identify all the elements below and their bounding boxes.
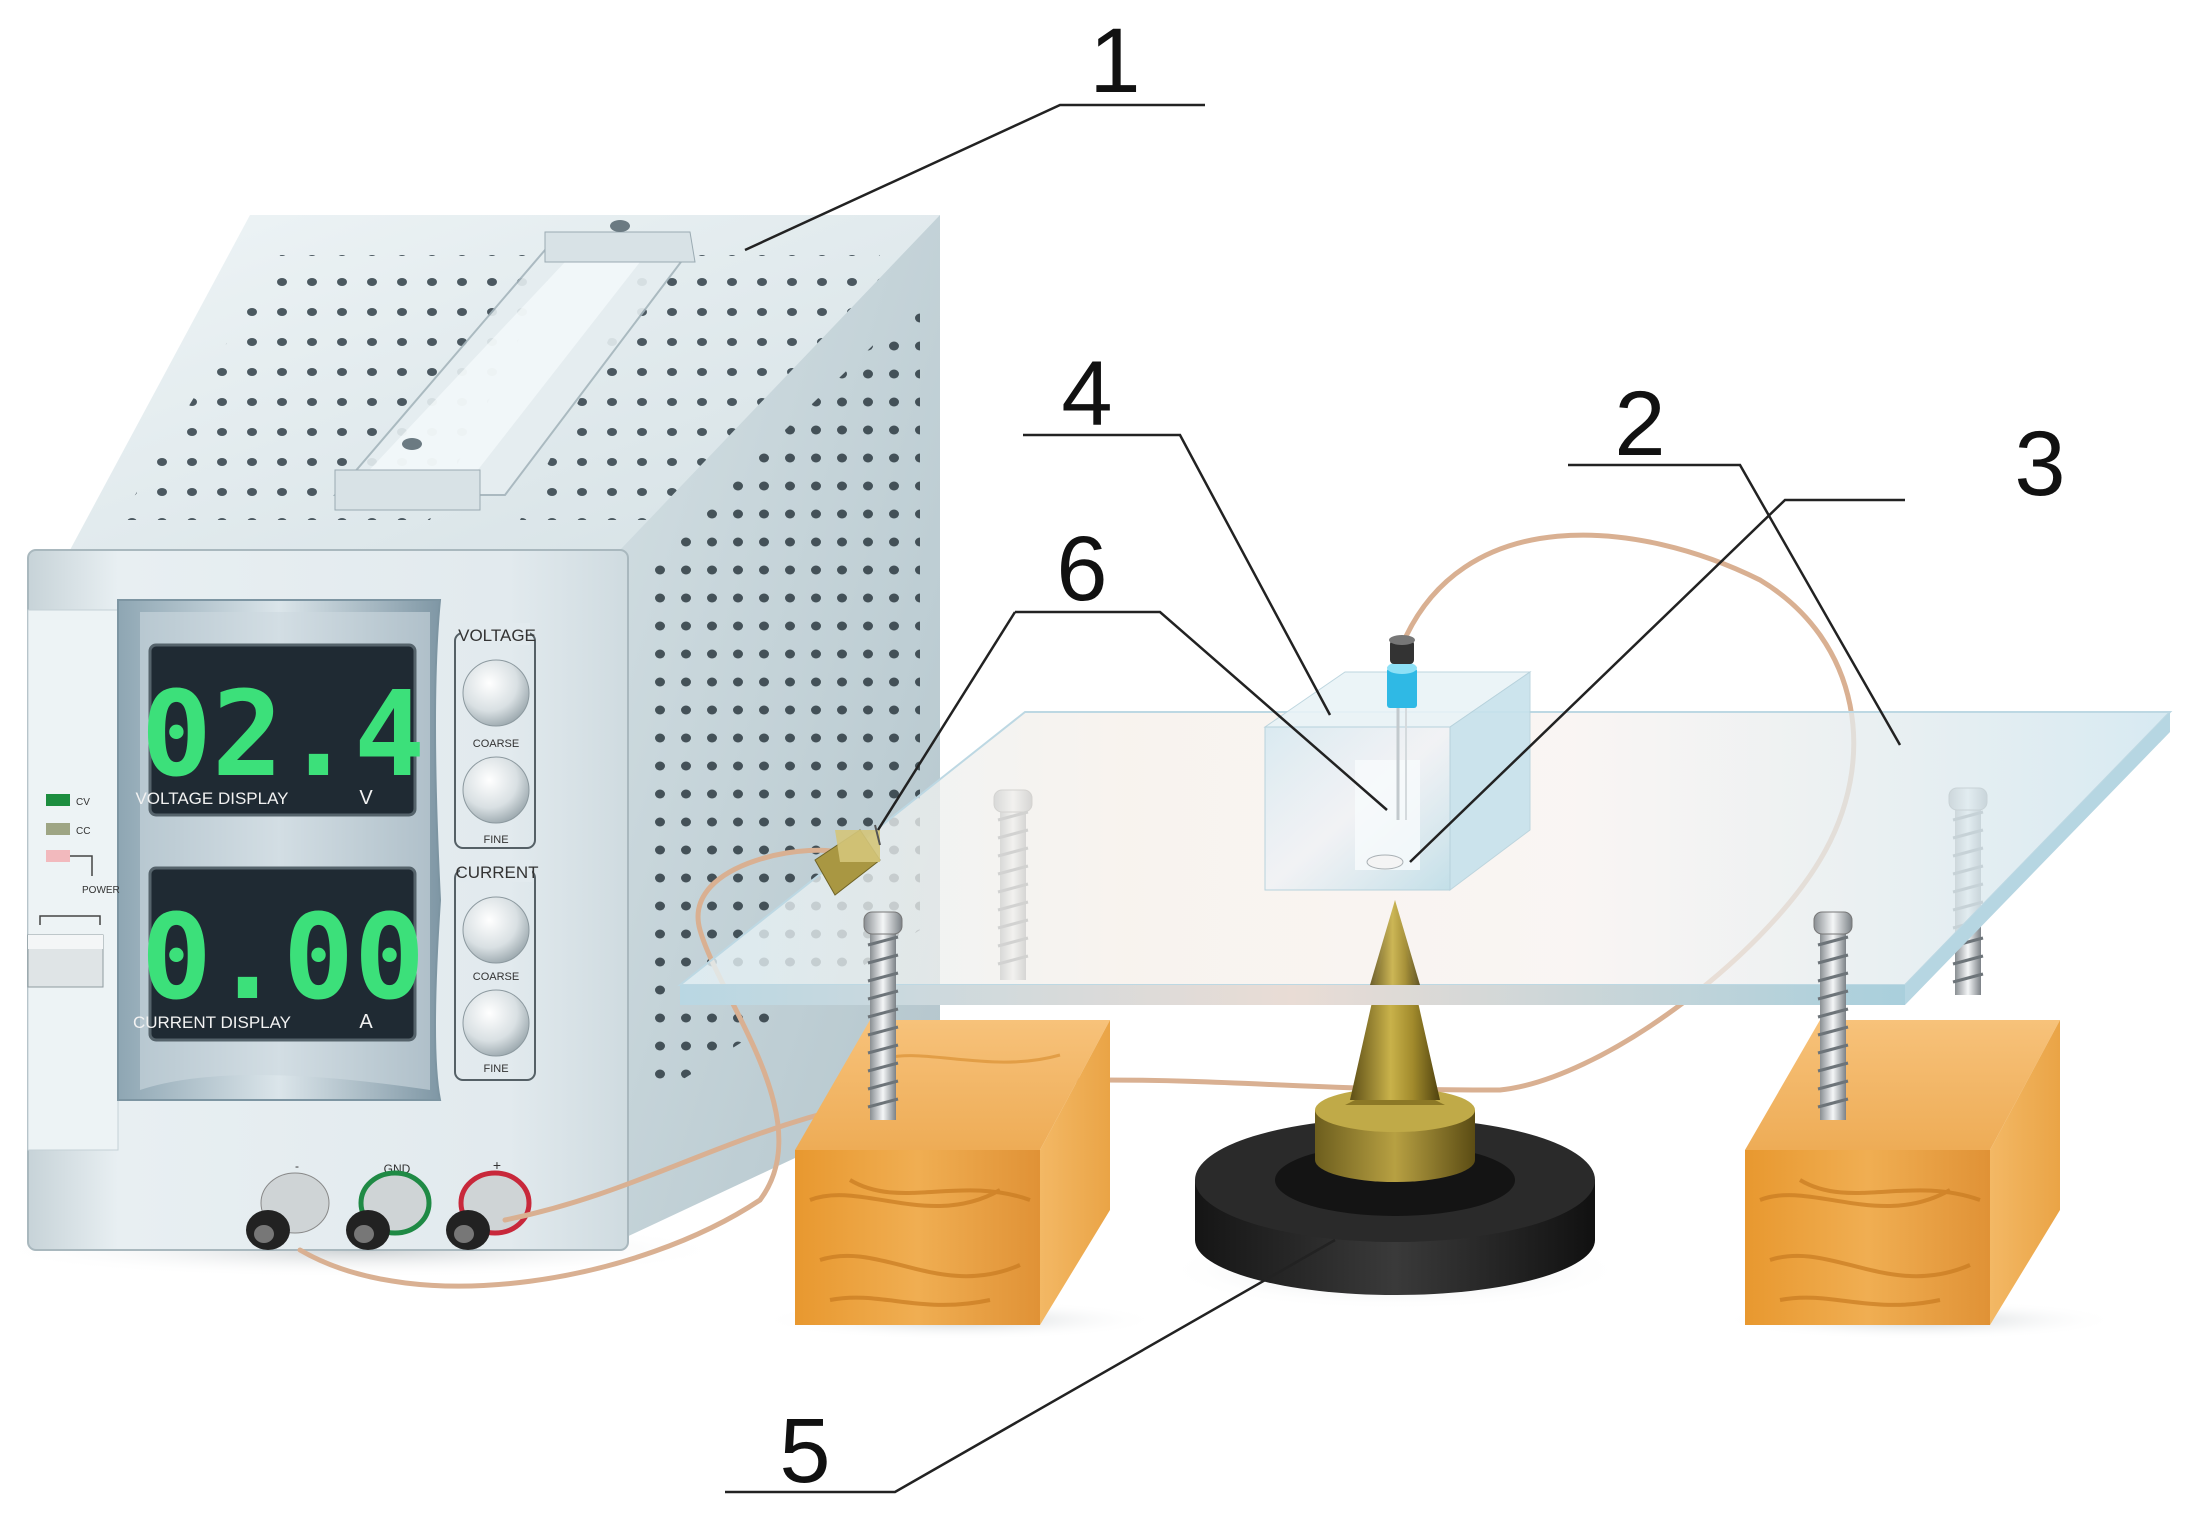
spring-front-right <box>1813 911 1853 1120</box>
cc-indicator-label: CC <box>76 826 90 837</box>
leader-5 <box>725 1238 1336 1494</box>
dc-power-supply: 02.4 VOLTAGE DISPLAY V 0.00 CURRENT DISP… <box>0 215 940 1278</box>
spinneret-holder <box>1263 635 1532 891</box>
cc-indicator-led <box>46 823 70 835</box>
current-group-label: CURRENT <box>455 863 538 882</box>
current-coarse-label: COARSE <box>473 971 519 983</box>
ground-wire <box>297 847 848 1289</box>
leader-2 <box>1568 463 1902 746</box>
leader-6-a <box>1015 610 1388 811</box>
callout-1: 1 <box>1089 10 1140 112</box>
sample-substrate <box>1366 854 1404 870</box>
power-label: POWER <box>82 885 120 896</box>
voltage-fine-label: FINE <box>483 834 508 846</box>
voltage-unit: V <box>359 787 373 809</box>
leader-3 <box>1409 498 1905 863</box>
terminal-plus-label: + <box>493 1157 501 1173</box>
voltage-control-group: VOLTAGE COARSE FINE <box>454 623 536 849</box>
current-reading: 0.00 <box>141 888 425 1026</box>
cv-indicator-label: CV <box>76 797 90 808</box>
voltage-display: 02.4 VOLTAGE DISPLAY V <box>135 643 425 817</box>
callout-leaders <box>725 103 1905 1494</box>
voltage-group-label: VOLTAGE <box>458 626 536 645</box>
right-wooden-block <box>1720 1020 2120 1340</box>
current-coarse-knob[interactable] <box>462 896 530 964</box>
callout-4: 4 <box>1061 343 1112 445</box>
power-indicator-led <box>46 850 70 862</box>
callout-5: 5 <box>779 1400 830 1502</box>
voltage-display-label: VOLTAGE DISPLAY <box>135 789 288 808</box>
output-terminals: - GND + <box>246 1157 532 1250</box>
spring-front-left <box>863 911 903 1120</box>
voltage-fine-knob[interactable] <box>462 756 530 824</box>
indicator-panel: CV CC POWER <box>27 794 120 988</box>
callout-labels: 1 2 3 4 5 6 <box>779 10 2065 1502</box>
magnet-and-cone-electrode <box>1165 900 1625 1310</box>
terminal-minus-label: - <box>295 1159 299 1173</box>
leader-1 <box>744 103 1205 252</box>
cv-indicator-led <box>46 794 70 806</box>
voltage-reading: 02.4 <box>141 665 425 803</box>
current-control-group: CURRENT COARSE FINE <box>454 860 539 1081</box>
callout-2: 2 <box>1614 373 1665 475</box>
terminal-negative[interactable] <box>246 1172 330 1250</box>
leader-4 <box>1023 433 1332 716</box>
current-display: 0.00 CURRENT DISPLAY A <box>133 866 425 1042</box>
current-unit: A <box>359 1011 373 1033</box>
current-fine-label: FINE <box>483 1063 508 1075</box>
terminal-positive[interactable] <box>446 1170 532 1250</box>
carry-handle <box>332 220 696 511</box>
voltage-coarse-label: COARSE <box>473 738 519 750</box>
electrode-clip <box>814 824 881 896</box>
callout-6: 6 <box>1056 518 1107 620</box>
current-display-label: CURRENT DISPLAY <box>133 1013 291 1032</box>
syringe-tip <box>1387 668 1417 708</box>
callout-3: 3 <box>2014 413 2065 515</box>
leader-6-b <box>876 611 1017 831</box>
terminal-ground[interactable] <box>346 1170 432 1250</box>
voltage-coarse-knob[interactable] <box>462 659 530 727</box>
current-fine-knob[interactable] <box>462 989 530 1057</box>
